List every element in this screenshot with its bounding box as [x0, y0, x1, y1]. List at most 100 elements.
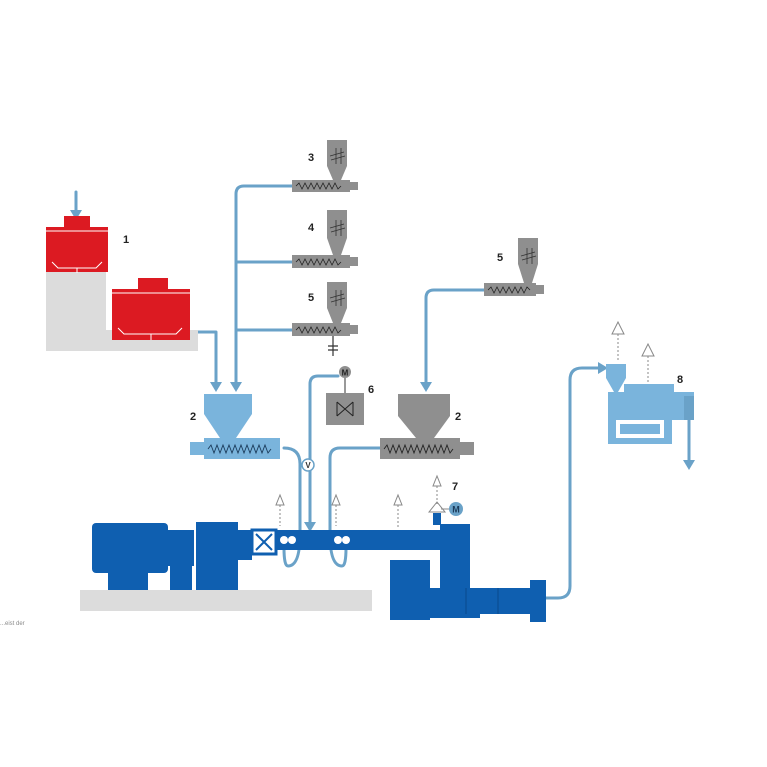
dryer-inlet-cone — [606, 364, 626, 392]
centrifugal-dryer-8 — [606, 320, 694, 444]
feeder-3 — [292, 140, 358, 192]
vent-7-arrow — [432, 474, 442, 487]
side-feeder-right-drive — [460, 442, 474, 455]
label-7: 7 — [452, 481, 458, 493]
side-feeder-left-screw — [207, 443, 272, 455]
dryer-exhaust-2-arrow — [641, 342, 655, 357]
die-flange — [530, 580, 546, 622]
dryer-exhaust-1-arrow — [611, 320, 625, 335]
feeder-4-level-symbol — [329, 220, 346, 236]
vent-2 — [331, 493, 341, 526]
valve-v-letter: V — [305, 461, 311, 470]
label-2-right: 2 — [455, 411, 461, 423]
discharge-head — [440, 524, 470, 588]
feeder-5-left-outlet-valve — [328, 336, 338, 356]
cooling-mixer-blade — [117, 327, 183, 335]
extruder-base-platform — [80, 590, 372, 611]
hot-mixer-cap — [64, 216, 90, 228]
pipe-mixer-to-hopper-left — [194, 330, 218, 386]
gearbox — [196, 522, 238, 590]
vent-1-arrow — [275, 493, 285, 506]
pump-6-motor-letter: M — [342, 369, 349, 378]
edge-text-fragment: ...eist der — [0, 621, 25, 627]
dryer-screen — [620, 424, 660, 434]
feeder-4-hopper — [327, 210, 347, 255]
vacuum-degassing-7 — [427, 474, 447, 525]
vacuum-pump-7-letter: M — [452, 505, 460, 515]
label-5-right: 5 — [497, 252, 503, 264]
extruder-line — [80, 522, 546, 622]
feeder-5-left-screw — [295, 326, 342, 334]
pipe-extruder-to-dryer — [544, 366, 602, 600]
side-feeder-right-hopper — [398, 394, 450, 438]
arrow-dryer-outlet — [683, 460, 695, 470]
feed-throat-symbol — [255, 533, 273, 551]
mixing-element-1b — [288, 536, 296, 544]
label-1: 1 — [123, 234, 129, 246]
pipe-network — [74, 184, 691, 600]
pump-6-valve-symbol — [336, 401, 354, 417]
arrow-into-extruder-pump — [304, 522, 316, 532]
feeder-5-left-hopper — [327, 282, 347, 323]
feeder-5-left-drive — [350, 325, 358, 334]
label-6: 6 — [368, 384, 374, 396]
dryer-cover — [624, 384, 674, 392]
valve-v-symbol — [301, 458, 315, 472]
vent-stacks — [275, 474, 447, 528]
feeder-5-right-level-symbol — [520, 248, 537, 264]
extruder-barrel — [276, 530, 446, 550]
feeder-5-left — [292, 282, 358, 356]
pump-6-motor-symbol — [339, 366, 351, 378]
label-5-left: 5 — [308, 292, 314, 304]
dryer-flange — [684, 396, 694, 420]
feeder-3-hopper — [327, 140, 347, 180]
vent-3-arrow — [393, 493, 403, 506]
vent-2-arrow — [331, 493, 341, 506]
feeder-5-right-hopper — [518, 238, 538, 283]
label-4: 4 — [308, 222, 315, 234]
feeder-3-level-symbol — [329, 148, 346, 164]
coupling — [168, 530, 194, 566]
feeder-3-screw — [295, 182, 342, 190]
pipe-feeder-manifold — [234, 184, 294, 386]
melt-pump-motor — [390, 560, 430, 620]
cooling-mixer-body — [112, 289, 190, 340]
feeder-4 — [292, 210, 358, 268]
arrow-into-mixer-1 — [70, 210, 82, 220]
discharge-pipe — [470, 588, 532, 614]
mixing-element-2a — [334, 536, 342, 544]
side-feeder-right-screw — [383, 443, 454, 455]
side-feeder-left-hopper — [204, 394, 252, 438]
gearbox-flange — [238, 530, 252, 560]
vent-1 — [275, 493, 285, 526]
arrow-into-hopper-right — [420, 382, 432, 392]
feeder-5-right-drive — [536, 285, 544, 294]
drive-motor-foot — [108, 570, 148, 590]
mixing-element-1a — [280, 536, 288, 544]
vent-7-port — [433, 513, 441, 525]
liquid-dosing-pump-6: M — [326, 366, 364, 425]
vent-7-pump-symbol — [427, 501, 447, 513]
side-feeder-left — [190, 394, 280, 459]
pipe-feeder-5-right — [424, 288, 486, 386]
feeder-4-drive — [350, 257, 358, 266]
cooling-mixer-cap — [138, 278, 168, 290]
feeder-5-left-screw-housing — [292, 323, 350, 336]
feeder-5-right — [484, 238, 544, 296]
arrow-into-hopper-left-a — [210, 382, 222, 392]
label-3: 3 — [308, 152, 314, 164]
pipe-left-screw-output — [282, 446, 302, 568]
feeder-4-screw-housing — [292, 255, 350, 268]
vent-3 — [393, 493, 403, 528]
mixing-element-2b — [342, 536, 350, 544]
flow-arrows — [70, 210, 695, 532]
gearbox-foot — [170, 566, 192, 590]
pipe-right-screw-output — [328, 446, 382, 568]
label-8: 8 — [677, 374, 683, 386]
side-feeder-right-barrel — [380, 438, 460, 459]
mixer-support-platform — [46, 272, 106, 351]
feeder-5-right-screw — [487, 286, 531, 294]
arrow-into-hopper-left-b — [230, 382, 242, 392]
feeder-5-left-level-symbol — [329, 290, 346, 306]
